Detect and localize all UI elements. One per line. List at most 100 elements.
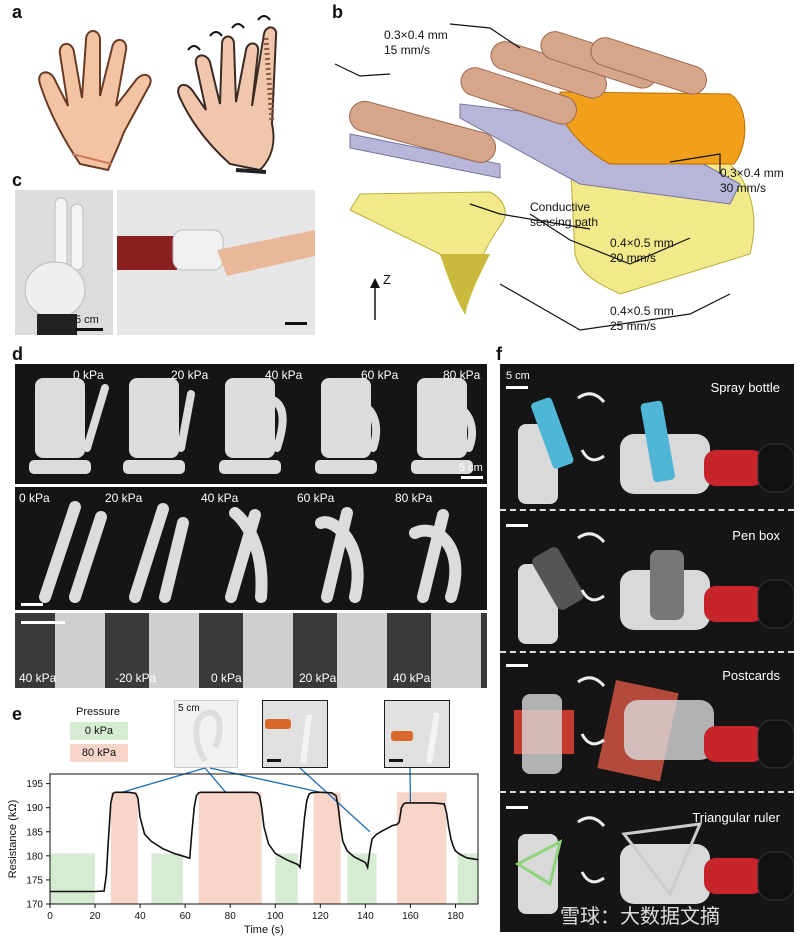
d-r1-label-1: 20 kPa [171, 368, 209, 382]
leader-lines [334, 23, 731, 331]
phase-band-8 [457, 853, 478, 904]
d-r2-label-0: 0 kPa [19, 491, 50, 505]
d-r3-label-4: 40 kPa [393, 671, 431, 685]
phase-band-2 [151, 853, 183, 904]
panel-label-c: c [12, 170, 23, 190]
exploded-layer-diagram [334, 23, 755, 331]
phase-band-0 [50, 853, 96, 904]
standalone-hand-drawing [24, 197, 86, 335]
e-thumb-1: 5 cm [174, 700, 238, 768]
d-r1-label-0: 0 kPa [73, 368, 104, 382]
d-row1-photo: 0 kPa 20 kPa 40 kPa 60 kPa 80 kPa 5 cm [15, 364, 487, 484]
e-thumb-3-scale [389, 759, 403, 762]
e-thumb-2 [262, 700, 328, 768]
panel-label-b: b [332, 2, 343, 22]
d-r1-label-3: 60 kPa [361, 368, 399, 382]
f-scale-bar-2 [506, 524, 528, 527]
panel-label-d: d [12, 344, 23, 364]
d-r3-label-1: -20 kPa [115, 671, 157, 685]
d-row3-scale-bar [21, 621, 65, 624]
f-separator-3 [500, 791, 794, 793]
label-line: sensing path [530, 215, 599, 229]
phase-band-7 [396, 792, 447, 904]
d-row3-photo: 40 kPa -20 kPa 0 kPa 20 kPa 40 kPa [15, 613, 487, 688]
d-r3-label-3: 20 kPa [299, 671, 337, 685]
y-tick-label-0: 170 [26, 900, 43, 911]
d-r2-label-1: 20 kPa [105, 491, 143, 505]
plot-frame [49, 773, 479, 905]
d-r2-label-3: 60 kPa [297, 491, 335, 505]
leader-line-1 [204, 767, 227, 793]
x-tick-label-7: 140 [357, 911, 374, 922]
y-axis-title: Resistance (kΩ) [7, 800, 19, 879]
x-tick-label-9: 180 [447, 911, 464, 922]
label-line: Conductive [530, 200, 591, 214]
f-grasping-scenes [514, 392, 794, 914]
robotic-hand-drawing [177, 15, 278, 174]
d-row2-hands [39, 501, 462, 603]
finger-actuators [349, 31, 707, 163]
thumb-leader-lines [121, 767, 412, 833]
y-tick-label-5: 195 [26, 779, 43, 790]
d-scale-label: 5 cm [459, 462, 483, 474]
x-tick-label-0: 0 [47, 911, 53, 922]
x-tick-label-2: 40 [135, 911, 147, 922]
label-line: 30 mm/s [720, 181, 767, 195]
d-row2-scale-bar [21, 603, 43, 606]
f-task-photos: 5 cm Spray bottle Pen box Postcards Tria… [500, 364, 794, 932]
y-tick-label-2: 180 [26, 851, 43, 862]
phase-band-6 [347, 853, 377, 904]
hand-illustrations [38, 15, 278, 174]
phase-band-3 [198, 792, 262, 904]
leader-line-0 [121, 767, 206, 793]
yellow-base-shadow [440, 254, 490, 314]
f-separator-2 [500, 651, 794, 653]
e-thumb-2-scale [267, 759, 281, 762]
phase-band-5 [313, 792, 341, 904]
human-hand-drawing [38, 30, 152, 172]
f-task-title-2: Postcards [722, 668, 780, 683]
f-scale-label: 5 cm [506, 370, 530, 382]
e-thumb-3 [384, 700, 450, 768]
scale-bar-c2 [285, 322, 307, 325]
series-line-resistance [50, 791, 479, 893]
leader-line-3 [299, 767, 371, 833]
d-row2-photo: 0 kPa 20 kPa 40 kPa 60 kPa 80 kPa [15, 487, 487, 610]
panel-label-f: f [496, 344, 502, 364]
phase-band-1 [110, 792, 138, 904]
photo-handshake [117, 190, 315, 335]
x-tick-label-3: 60 [180, 911, 192, 922]
label-line: 0.3×0.4 mm [720, 166, 784, 180]
label-line: 20 mm/s [610, 251, 657, 265]
panel-label-e: e [12, 704, 23, 724]
phase-band-4 [275, 853, 298, 904]
label-line: 25 mm/s [610, 319, 657, 333]
watermark: 雪球：大数据文摘 [560, 904, 720, 928]
d-r2-label-2: 40 kPa [201, 491, 239, 505]
label-line: 15 mm/s [384, 43, 431, 57]
f-task-title-1: Pen box [732, 528, 780, 543]
e-thumb-3-drawing [391, 712, 440, 764]
d-row3-closeups [55, 613, 481, 688]
leader-line-2 [209, 767, 321, 793]
f-scale-bar [506, 386, 528, 389]
y-tick-label-3: 185 [26, 827, 43, 838]
f-task-title-3: Triangular ruler [692, 810, 780, 825]
f-scale-bar-3 [506, 664, 528, 667]
d-r3-label-0: 40 kPa [19, 671, 57, 685]
d-r3-label-2: 0 kPa [211, 671, 242, 685]
d-r1-label-2: 40 kPa [265, 368, 303, 382]
photo-standalone-hand: 5 cm [15, 190, 113, 335]
x-axis-title: Time (s) [244, 924, 284, 936]
legend-title: Pressure [76, 706, 121, 718]
d-scale-bar [461, 476, 483, 479]
label-line: 0.3×0.4 mm [384, 28, 448, 42]
label-line: 0.4×0.5 mm [610, 236, 674, 250]
x-tick-label-6: 120 [312, 911, 329, 922]
e-thumb-1-drawing [193, 709, 223, 763]
